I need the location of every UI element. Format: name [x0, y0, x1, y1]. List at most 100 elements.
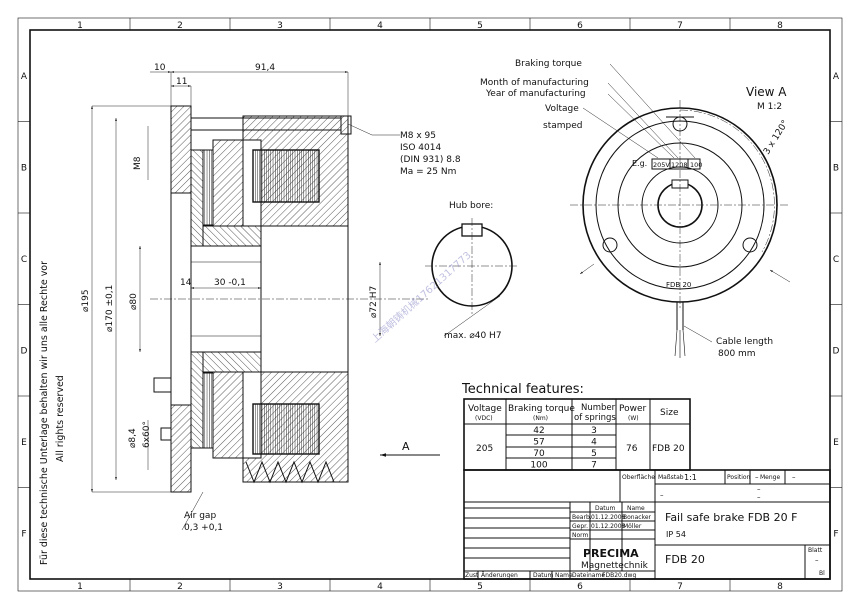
- label-month: Month of manufacturing: [480, 78, 589, 88]
- row-label-A: A: [21, 72, 28, 82]
- dim-d8-4: ⌀8,4: [128, 428, 138, 448]
- rights-note-de: Für diese technische Unterlage behalten …: [39, 261, 50, 565]
- hub-bore-detail: Hub bore: max. ⌀40 H7: [425, 201, 519, 341]
- column-label-6: 6: [577, 21, 583, 31]
- tb-gepr: Gepr.: [572, 523, 588, 530]
- column-label-8: 8: [777, 21, 783, 31]
- bolt-note-line-2: ISO 4014: [400, 143, 441, 153]
- cell-torque-3: 100: [530, 461, 547, 471]
- column-label-bottom-2: 2: [177, 582, 183, 592]
- tb-logo: PRECIMA: [583, 547, 639, 560]
- sheet-frame: [17, 17, 843, 592]
- cell-voltage: 205: [476, 444, 493, 454]
- view-a-arrow-label: A: [402, 440, 410, 453]
- label-voltage: Voltage: [545, 104, 579, 114]
- label-braking-torque: Braking torque: [515, 59, 582, 69]
- cable-length-label: Cable length: [716, 337, 773, 347]
- dim-m8: M8: [133, 156, 143, 170]
- th-torque-unit: (Nm): [533, 415, 548, 422]
- tb-dash-2: –: [660, 491, 664, 499]
- rights-note-en: All rights reserved: [55, 375, 66, 462]
- tb-datum-head: Datum: [595, 505, 615, 512]
- th-size: Size: [660, 408, 679, 418]
- tb-position: Position: [727, 474, 751, 481]
- tb-norm: Norm: [572, 532, 589, 539]
- hub-bore-max: max. ⌀40 H7: [444, 331, 502, 341]
- bolt-note-line-4: Ma = 25 Nm: [400, 167, 456, 177]
- tb-ip: IP 54: [666, 530, 686, 539]
- tb-file-label: Dateiname: [572, 572, 605, 579]
- th-springs-2: of springs: [574, 413, 616, 423]
- column-label-bottom-4: 4: [377, 582, 383, 592]
- tb-blatt: Blatt: [808, 547, 823, 554]
- th-voltage-unit: (VDC): [475, 415, 493, 422]
- hub-bore-label: Hub bore:: [449, 201, 493, 211]
- row-label-D: D: [21, 346, 28, 356]
- section-dimensions: 10 11 91,4 M8 ⌀195 ⌀170 ±0,1 ⌀80 ⌀72 H7 …: [81, 63, 440, 533]
- cell-springs-0: 3: [591, 426, 597, 436]
- tb-dash-4: –: [757, 493, 761, 501]
- tb-dash-3: –: [757, 485, 761, 493]
- dim-10: 10: [154, 63, 166, 73]
- cable-length-value: 800 mm: [718, 349, 756, 359]
- th-voltage: Voltage: [468, 404, 502, 414]
- stamp-voltage: 205V: [653, 161, 670, 169]
- bolt-note: M8 x 95 ISO 4014 (DIN 931) 8.8 Ma = 25 N…: [347, 123, 461, 177]
- dim-d72: ⌀72 H7: [369, 286, 379, 318]
- tb-name-foot: Name: [555, 572, 573, 579]
- tb-blatt-dash: –: [815, 556, 819, 564]
- tb-part: FDB 20: [665, 553, 705, 566]
- tb-position-dash: –: [755, 473, 759, 481]
- tb-scale: 1:1: [684, 473, 697, 482]
- bolt-note-line-3: (DIN 931) 8.8: [400, 155, 461, 165]
- row-label-right-D: D: [833, 346, 840, 356]
- tb-logo-sub: Magnettechnik: [581, 561, 649, 571]
- cell-size: FDB 20: [652, 444, 685, 454]
- tb-datum-foot: Datum: [533, 572, 553, 579]
- stamp-torque: 100: [690, 161, 702, 169]
- tb-gepr-date: 01.12.2008: [591, 523, 626, 530]
- cell-springs-1: 4: [591, 438, 597, 448]
- tb-bearb: Bearb.: [572, 514, 592, 521]
- tb-bearb-name: Bonacker: [623, 514, 652, 521]
- technical-title: Technical features:: [461, 382, 584, 397]
- column-label-1: 1: [77, 21, 83, 31]
- column-label-bottom-7: 7: [677, 582, 683, 592]
- column-label-bottom-8: 8: [777, 582, 783, 592]
- cell-springs-3: 7: [591, 461, 597, 471]
- tb-gepr-name: Möller: [623, 523, 642, 530]
- dim-d80: ⌀80: [129, 293, 139, 310]
- view-a-scale: M 1:2: [757, 102, 782, 112]
- row-label-C: C: [21, 255, 27, 265]
- cell-power: 76: [626, 444, 638, 454]
- row-label-right-F: F: [833, 529, 838, 539]
- tb-massstab: Maßstab: [658, 474, 684, 481]
- tb-menge-dash: –: [792, 473, 796, 481]
- cell-springs-2: 5: [591, 449, 597, 459]
- row-label-B: B: [21, 163, 27, 173]
- technical-features: Technical features: Voltage (VDC) Brakin…: [461, 382, 691, 471]
- dim-91-4: 91,4: [255, 63, 275, 73]
- column-label-7: 7: [677, 21, 683, 31]
- stamp-date: 1208: [671, 161, 688, 169]
- dim-11: 11: [176, 77, 187, 87]
- dim-d170: ⌀170 ±0,1: [105, 285, 115, 332]
- row-label-E: E: [21, 438, 27, 448]
- dim-14: 14: [180, 278, 192, 288]
- column-label-5: 5: [477, 21, 483, 31]
- cell-torque-2: 70: [533, 449, 545, 459]
- column-label-bottom-1: 1: [77, 582, 83, 592]
- air-gap-label: Air gap: [184, 511, 216, 521]
- column-label-bottom-6: 6: [577, 582, 583, 592]
- th-power-unit: (W): [628, 415, 639, 422]
- column-label-3: 3: [277, 21, 283, 31]
- label-stamped: stamped: [543, 121, 582, 131]
- tb-menge: Menge: [760, 474, 780, 481]
- dim-30: 30 -0,1: [214, 278, 246, 288]
- brake-section-view: [150, 105, 430, 493]
- tb-name-head: Name: [627, 505, 645, 512]
